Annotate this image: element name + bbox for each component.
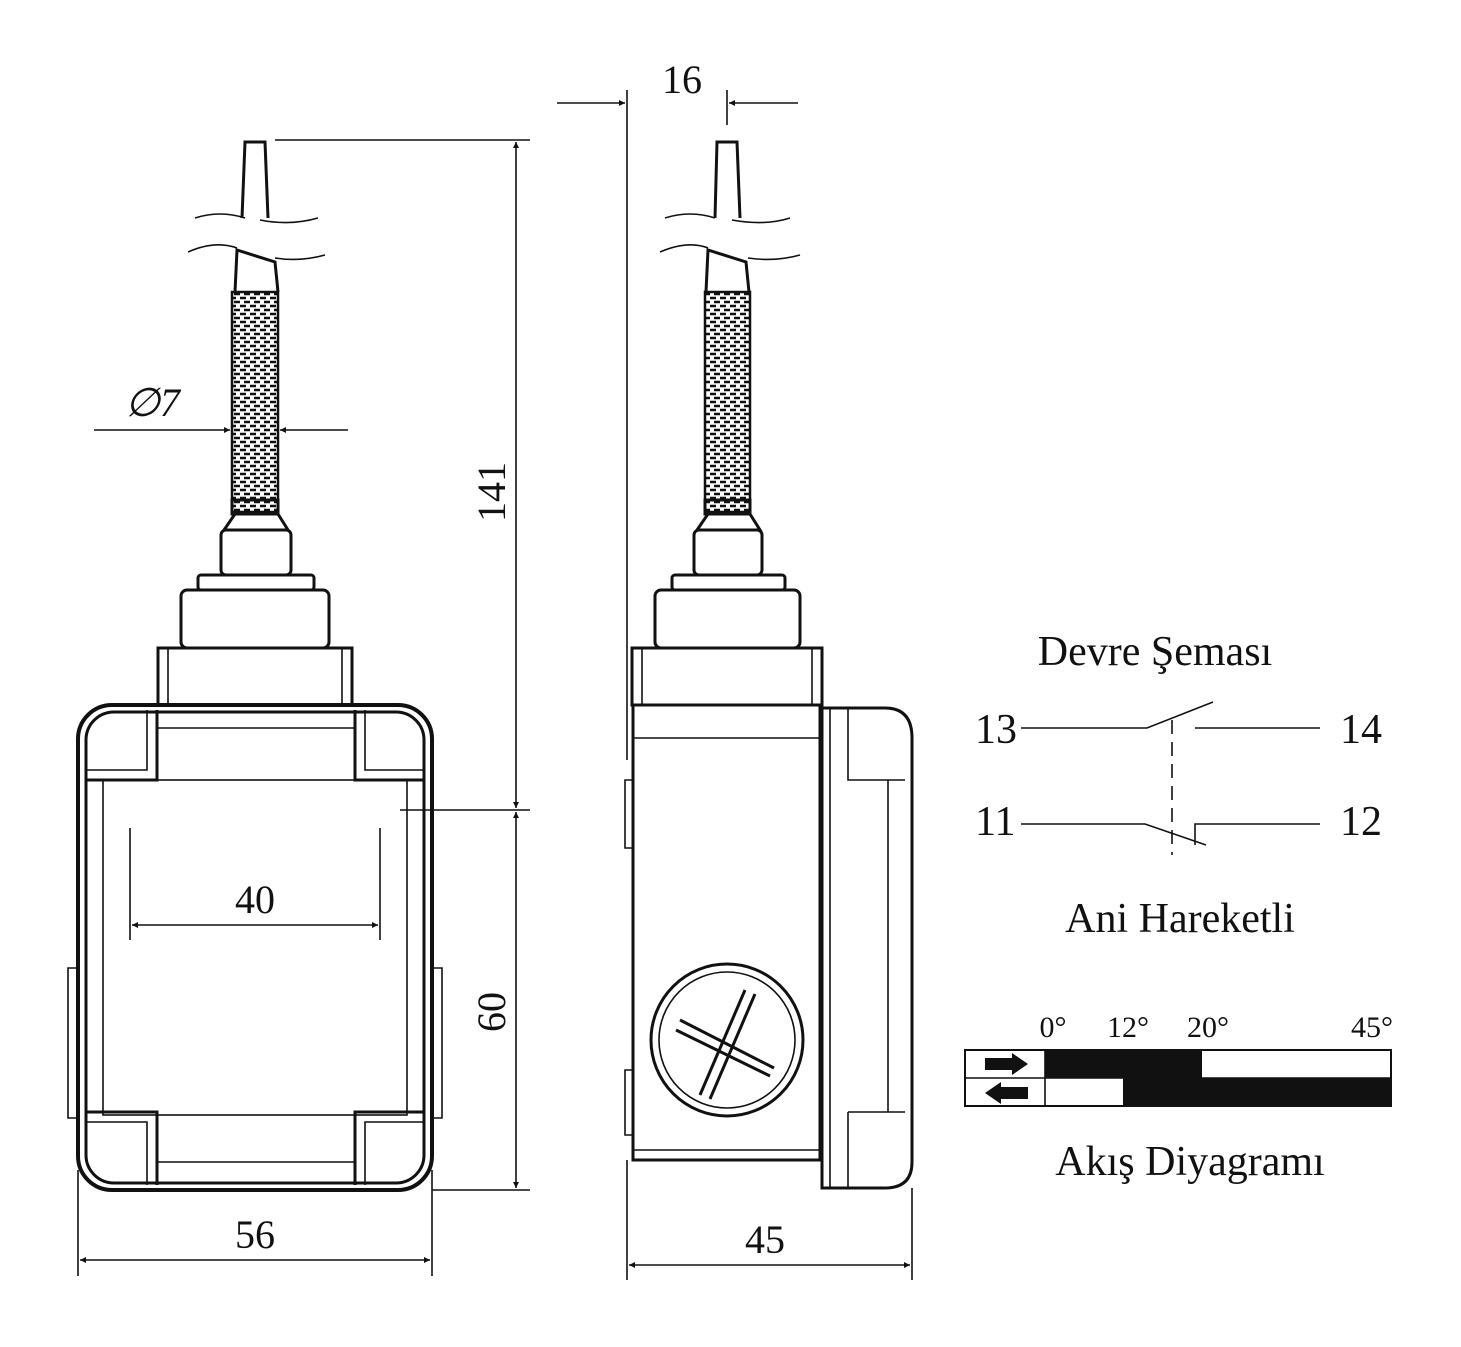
front-body bbox=[67, 703, 443, 1192]
terminal-13: 13 bbox=[975, 707, 1017, 753]
terminal-12: 12 bbox=[1340, 799, 1382, 845]
dimension-diameter: ∅7 bbox=[94, 380, 348, 433]
actuator-knob bbox=[649, 962, 805, 1118]
hole-spacing-label: 40 bbox=[235, 877, 275, 922]
angle-label-12: 12° bbox=[1107, 1011, 1149, 1044]
terminal-14: 14 bbox=[1340, 707, 1382, 753]
diameter-label: ∅7 bbox=[125, 380, 182, 425]
front-view: ∅7 141 60 40 56 bbox=[67, 139, 530, 1276]
spring bbox=[230, 290, 280, 514]
side-view: 16 45 bbox=[557, 57, 914, 1280]
terminal-11: 11 bbox=[975, 799, 1015, 845]
angle-label-0: 0° bbox=[1040, 1011, 1067, 1044]
dimension-rod-offset: 16 bbox=[557, 57, 798, 760]
circuit-diagram: Devre Şeması 13 14 11 12 Ani Hareketli bbox=[975, 629, 1382, 942]
action-type-label: Ani Hareketli bbox=[1065, 896, 1295, 942]
dimension-body-width: 56 bbox=[77, 1170, 433, 1276]
arrow-left-icon bbox=[985, 1082, 1028, 1104]
arrow-right-icon bbox=[985, 1053, 1028, 1075]
circuit-title: Devre Şeması bbox=[1038, 629, 1272, 675]
flow-diagram: 0° 12° 20° 45° Akış Diyagramı bbox=[964, 1011, 1393, 1185]
spring bbox=[703, 290, 752, 514]
dimension-hole-spacing: 40 bbox=[129, 828, 381, 940]
forward-contact-bar bbox=[1045, 1050, 1202, 1078]
return-contact-bar bbox=[1123, 1078, 1391, 1106]
flow-diagram-title: Akış Diyagramı bbox=[1055, 1139, 1324, 1185]
body-width-label: 56 bbox=[235, 1212, 275, 1257]
angle-label-45: 45° bbox=[1351, 1011, 1393, 1044]
dimension-total-height: 141 60 bbox=[275, 139, 530, 1191]
rod-tip bbox=[187, 140, 326, 293]
total-height-label: 141 bbox=[469, 462, 514, 522]
angle-label-20: 20° bbox=[1187, 1011, 1229, 1044]
body-depth-label: 45 bbox=[745, 1217, 785, 1262]
body-height-label: 60 bbox=[469, 992, 514, 1032]
rod-offset-label: 16 bbox=[662, 57, 702, 102]
dimension-body-depth: 45 bbox=[626, 1160, 913, 1280]
